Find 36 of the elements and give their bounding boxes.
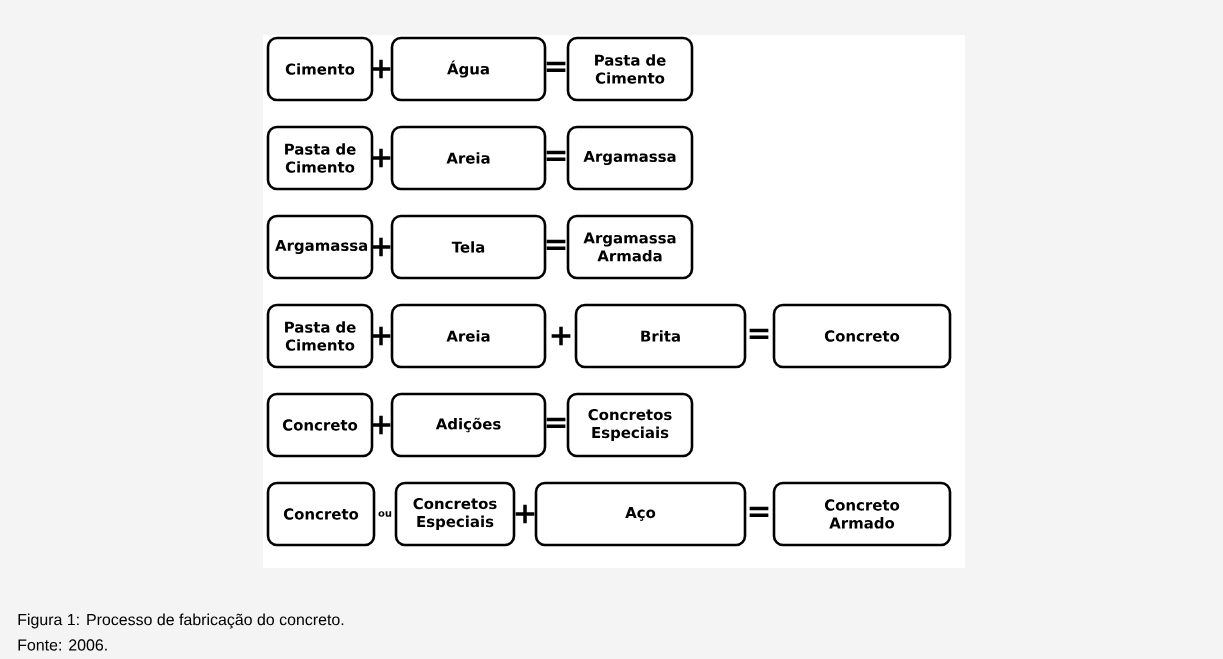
operator-sign: = (546, 239, 566, 250)
ingredient-box: Água (390, 36, 547, 102)
ingredient-box: Concreto (266, 392, 374, 458)
ingredient-box: Argamassa Armada (566, 214, 694, 280)
ingredient-box: Argamassa (266, 214, 374, 280)
ingredient-box: Tela (390, 214, 547, 280)
operator-sign: + (371, 59, 391, 79)
ingredient-box: Pasta de Cimento (566, 36, 694, 102)
ingredient-box: Concretos Especiais (394, 481, 516, 547)
operator-sign: = (749, 328, 769, 339)
ingredient-box: Brita (574, 303, 747, 369)
operator-sign: + (551, 326, 571, 346)
operator-sign: = (546, 417, 566, 428)
ingredient-box: Concreto (266, 481, 376, 547)
operator-sign: + (371, 326, 391, 346)
operator-sign: ou (378, 511, 392, 517)
ingredient-box: Cimento (266, 36, 374, 102)
source-note: Fonte: 2006. (18, 639, 107, 651)
ingredient-box: Pasta de Cimento (266, 125, 374, 191)
ingredient-box: Concreto (772, 303, 952, 369)
operator-sign: = (749, 506, 769, 517)
ingredient-box: Concreto Armado (772, 481, 952, 547)
operator-sign: = (546, 61, 566, 72)
ingredient-box: Argamassa (566, 125, 694, 191)
ingredient-box: Aço (534, 481, 747, 547)
ingredient-box: Pasta de Cimento (266, 303, 374, 369)
ingredient-box: Adições (390, 392, 547, 458)
operator-sign: + (371, 415, 391, 435)
operator-sign: = (546, 150, 566, 161)
ingredient-box: Areia (390, 303, 547, 369)
ingredient-box: Concretos Especiais (566, 392, 694, 458)
operator-sign: + (371, 148, 391, 168)
ingredient-box: Areia (390, 125, 547, 191)
operator-sign: + (371, 237, 391, 257)
caption: Figura 1: Processo de fabricação do concreto. (18, 613, 344, 629)
operator-sign: + (515, 504, 535, 524)
